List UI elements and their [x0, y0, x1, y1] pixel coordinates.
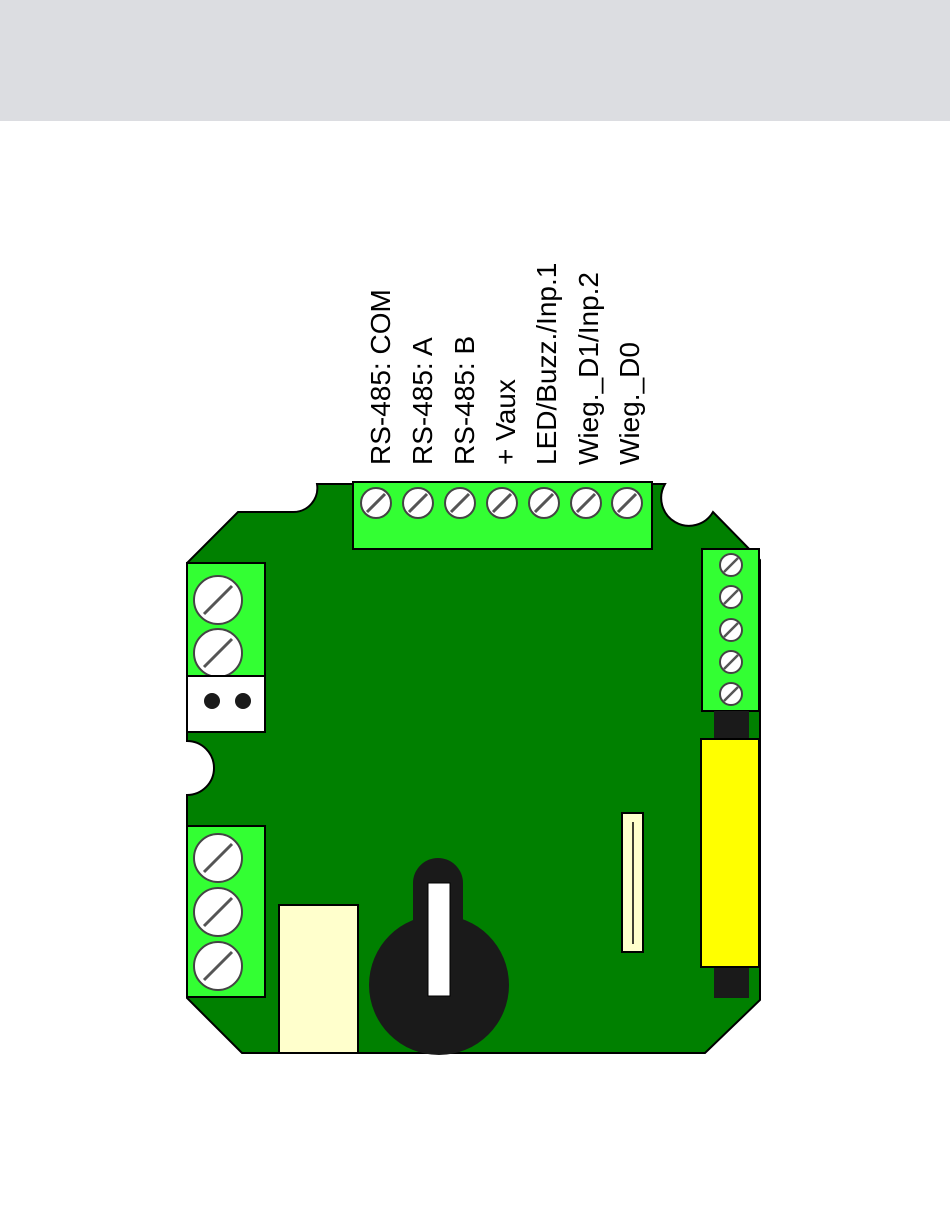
- screw-terminal-icon: [487, 488, 517, 518]
- screw-terminal-icon: [403, 488, 433, 518]
- screw-terminal-icon: [529, 488, 559, 518]
- screw-terminal-icon: [194, 629, 242, 677]
- screw-terminal-icon: [445, 488, 475, 518]
- label-rs485-b: RS-485: B: [449, 336, 480, 465]
- screw-terminal-icon: [571, 488, 601, 518]
- screw-terminal-icon: [194, 942, 242, 990]
- relay-component: [279, 905, 358, 1053]
- screw-terminal-icon: [720, 619, 742, 641]
- right-terminal-block: [702, 549, 759, 711]
- screw-terminal-icon: [194, 834, 242, 882]
- screw-terminal-icon: [720, 554, 742, 576]
- screw-terminal-icon: [720, 586, 742, 608]
- left-upper-terminal-block: [187, 563, 265, 679]
- small-connector: [622, 813, 643, 952]
- label-rs485-com: RS-485: COM: [365, 289, 396, 465]
- label-vaux: + Vaux: [490, 379, 521, 465]
- screw-terminal-icon: [720, 683, 742, 705]
- yellow-component: [701, 711, 759, 998]
- screw-terminal-icon: [194, 576, 242, 624]
- screw-terminal-icon: [194, 888, 242, 936]
- screw-terminal-icon: [612, 488, 642, 518]
- label-wieg-d0: Wieg._D0: [614, 342, 645, 465]
- terminal-labels: RS-485: COM RS-485: A RS-485: B + Vaux L…: [365, 263, 645, 465]
- top-terminal-block: [353, 482, 652, 549]
- left-lower-terminal-block: [187, 826, 265, 997]
- label-led-buzz-inp1: LED/Buzz./Inp.1: [531, 263, 562, 465]
- label-rs485-a: RS-485: A: [407, 337, 438, 465]
- label-wieg-d1-inp2: Wieg._D1/Inp.2: [573, 272, 604, 465]
- jumper: [187, 676, 265, 732]
- screw-terminal-icon: [361, 488, 391, 518]
- screw-terminal-icon: [720, 651, 742, 673]
